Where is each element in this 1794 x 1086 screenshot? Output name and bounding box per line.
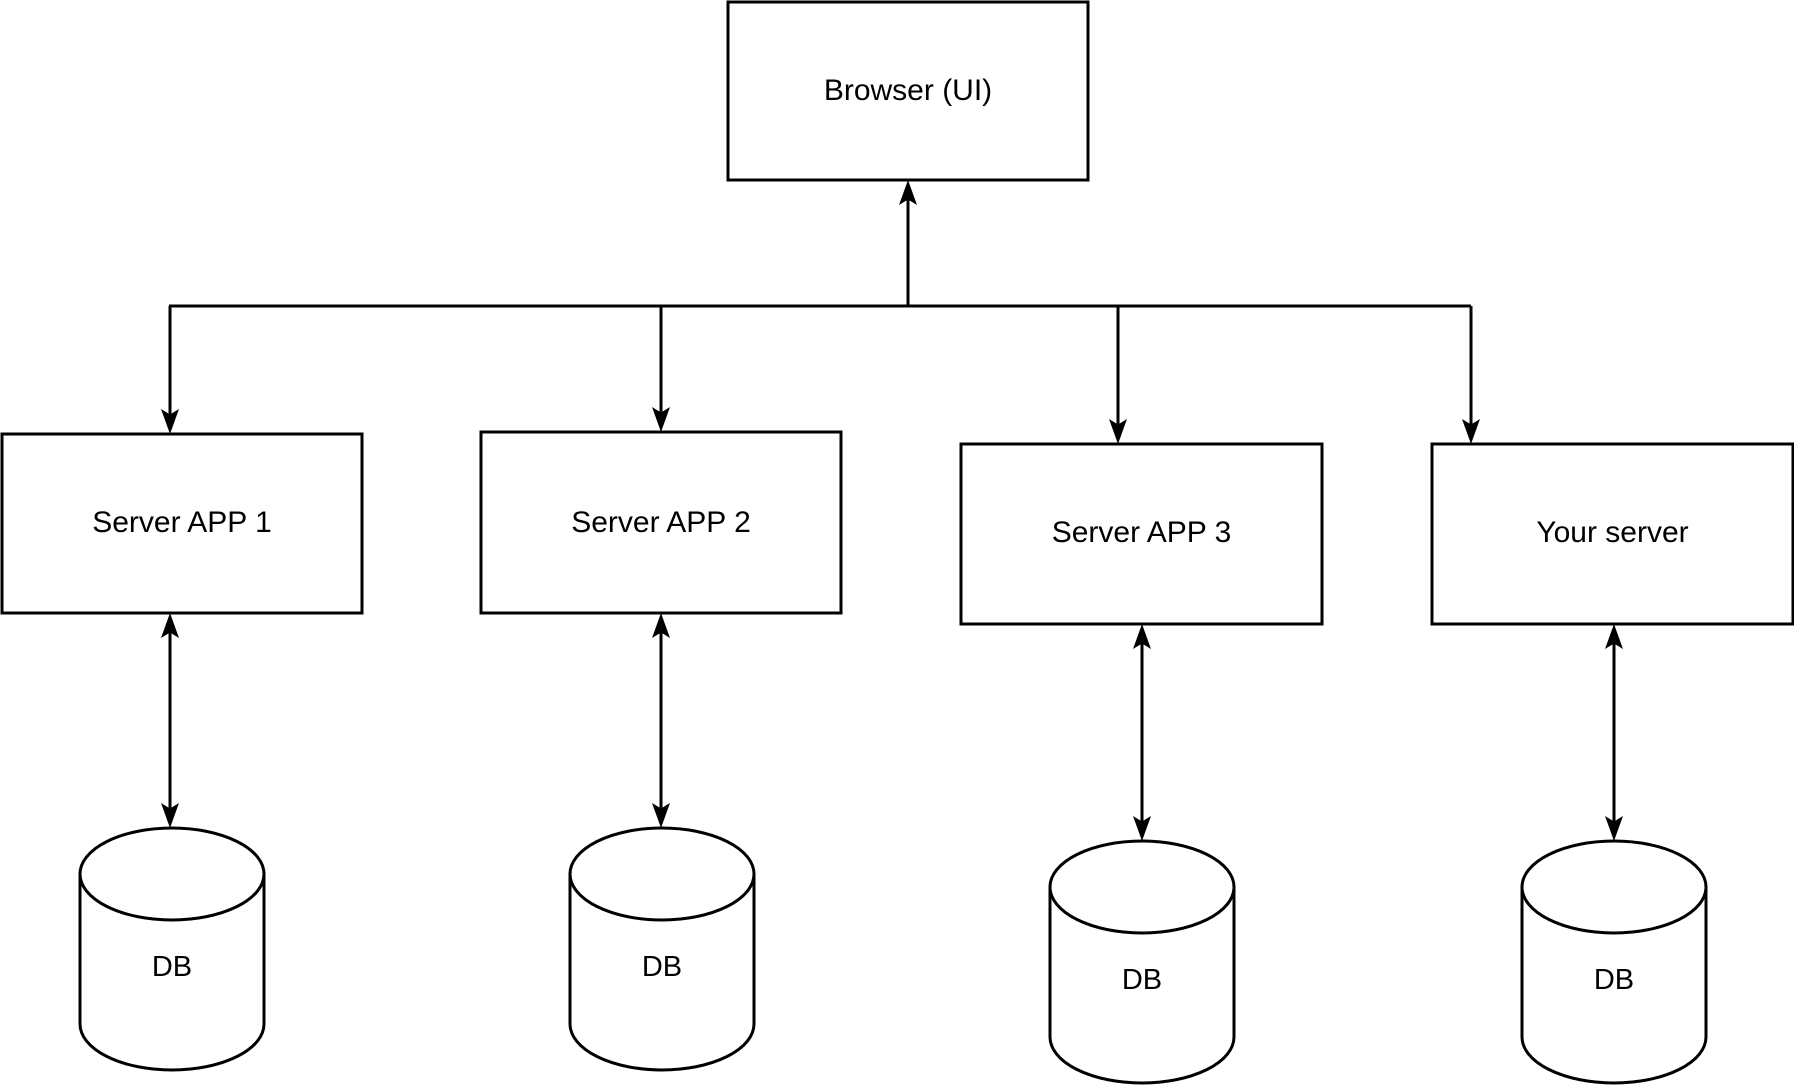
edge-server-app-2-db-2 <box>652 613 670 828</box>
edge-bus-to-server-app-2 <box>652 306 670 432</box>
edge-server-app-3-db-3 <box>1133 624 1151 841</box>
node-db-3[interactable] <box>1048 839 1236 1085</box>
node-server-app-2[interactable] <box>479 430 843 615</box>
node-browser[interactable] <box>726 0 1090 182</box>
node-server-app-3[interactable] <box>959 442 1324 626</box>
edge-your-server-db-4 <box>1605 624 1623 841</box>
edge-bus-to-browser <box>899 180 917 306</box>
node-db-1[interactable] <box>78 826 266 1072</box>
node-db-4[interactable] <box>1520 839 1708 1085</box>
edge-bus-to-server-app-3 <box>1109 306 1127 444</box>
edge-bus-to-your-server <box>1462 306 1480 444</box>
node-your-server[interactable] <box>1430 442 1794 626</box>
edge-server-app-1-db-1 <box>161 613 179 828</box>
edge-bus-to-server-app-1 <box>161 306 179 434</box>
node-db-2[interactable] <box>568 826 756 1072</box>
node-server-app-1[interactable] <box>0 432 364 615</box>
